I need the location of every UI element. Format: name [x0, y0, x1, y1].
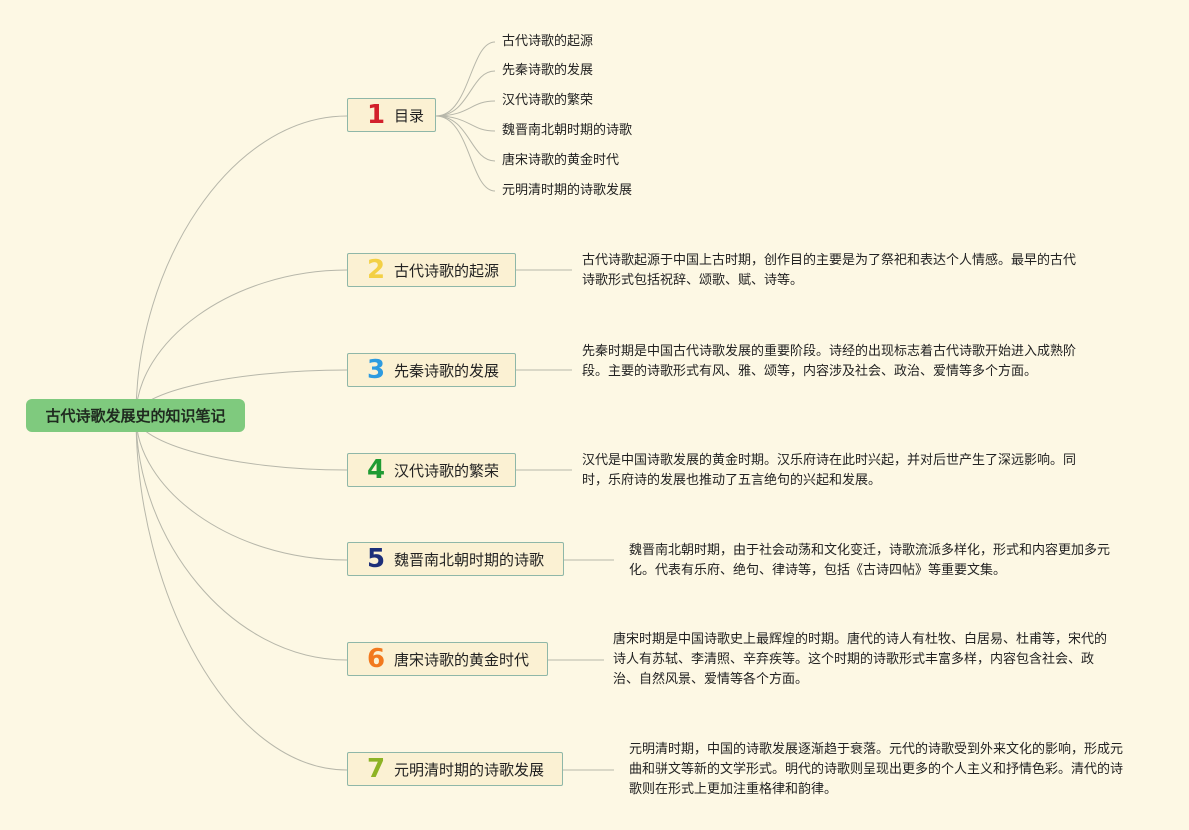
toc-item-origin[interactable]: 古代诗歌的起源	[502, 34, 594, 49]
desc-pre-qin: 先秦时期是中国古代诗歌发展的重要阶段。诗经的出现标志着古代诗歌开始进入成熟阶段。…	[582, 344, 1077, 379]
root-link-7	[135, 415, 348, 771]
branch-number-7: 7	[366, 754, 386, 784]
root-link-1	[135, 115, 348, 417]
branch-number-3: 3	[366, 355, 386, 385]
root-link-5	[135, 415, 348, 561]
toc-item-han[interactable]: 汉代诗歌的繁荣	[502, 93, 594, 108]
toc-link-1	[435, 41, 496, 117]
branch-label: 元明清时期的诗歌发展	[394, 760, 545, 779]
toc-link-3	[435, 100, 496, 117]
toc-item-wei-jin[interactable]: 魏晋南北朝时期的诗歌	[502, 123, 633, 138]
root-link-2	[135, 269, 348, 417]
branch-han[interactable]: 4 汉代诗歌的繁荣	[347, 453, 516, 487]
root-link-6	[135, 415, 348, 661]
branch-tang-song[interactable]: 6 唐宋诗歌的黄金时代	[347, 642, 548, 676]
branch-yuan-ming-qing[interactable]: 7 元明清时期的诗歌发展	[347, 752, 563, 786]
desc-tang-song: 唐宋时期是中国诗歌史上最辉煌的时期。唐代的诗人有杜牧、白居易、杜甫等，宋代的诗人…	[613, 632, 1108, 687]
toc-item-yuan-ming-qing[interactable]: 元明清时期的诗歌发展	[502, 183, 633, 198]
desc-origin: 古代诗歌起源于中国上古时期，创作目的主要是为了祭祀和表达个人情感。最早的古代诗歌…	[582, 253, 1077, 288]
root-title: 古代诗歌发展史的知识笔记	[45, 407, 226, 425]
branch-number-5: 5	[366, 544, 386, 574]
desc-yuan-ming-qing: 元明清时期，中国的诗歌发展逐渐趋于衰落。元代的诗歌受到外来文化的影响，形成元曲和…	[629, 742, 1124, 797]
branch-number-4: 4	[366, 455, 386, 485]
branch-label: 古代诗歌的起源	[394, 261, 500, 280]
branch-number-6: 6	[366, 644, 386, 674]
branch-label: 目录	[394, 106, 425, 125]
branch-label: 先秦诗歌的发展	[394, 361, 500, 380]
branch-number-1: 1	[366, 100, 386, 130]
branch-toc[interactable]: 1 目录	[347, 98, 436, 132]
branch-origin[interactable]: 2 古代诗歌的起源	[347, 253, 516, 287]
desc-han: 汉代是中国诗歌发展的黄金时期。汉乐府诗在此时兴起，并对后世产生了深远影响。同时，…	[582, 453, 1077, 488]
branch-wei-jin[interactable]: 5 魏晋南北朝时期的诗歌	[347, 542, 564, 576]
desc-wei-jin: 魏晋南北朝时期，由于社会动荡和文化变迁，诗歌流派多样化，形式和内容更加多元化。代…	[629, 543, 1111, 578]
toc-link-4	[435, 115, 496, 132]
branch-label: 魏晋南北朝时期的诗歌	[394, 550, 545, 569]
toc-item-tang-song[interactable]: 唐宋诗歌的黄金时代	[502, 153, 620, 168]
toc-link-2	[435, 70, 496, 117]
branch-label: 汉代诗歌的繁荣	[394, 461, 500, 480]
toc-link-6	[435, 115, 496, 192]
toc-link-5	[435, 115, 496, 162]
branch-label: 唐宋诗歌的黄金时代	[394, 650, 530, 669]
branch-pre-qin[interactable]: 3 先秦诗歌的发展	[347, 353, 516, 387]
root-node[interactable]: 古代诗歌发展史的知识笔记	[26, 399, 245, 432]
toc-item-pre-qin[interactable]: 先秦诗歌的发展	[502, 63, 594, 78]
branch-number-2: 2	[366, 255, 386, 285]
